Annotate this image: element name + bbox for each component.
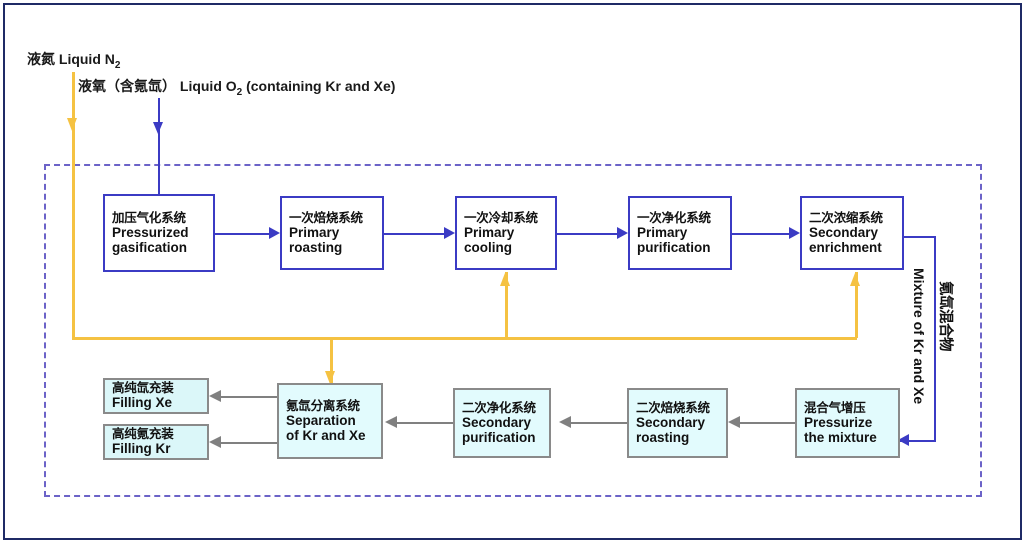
connector-arrowhead-roasting	[269, 227, 280, 239]
liquid-n2-feed-arrowhead	[67, 118, 77, 131]
connector-arrowhead-pressurize-mixture	[898, 434, 909, 446]
box-label-en-line2: roasting	[289, 240, 343, 255]
connector-into-pressurize-mixture	[900, 440, 936, 442]
box-label-cn: 一次冷却系统	[464, 210, 538, 225]
box-label-en-line2: purification	[637, 240, 711, 255]
box-label-cn: 二次焙烧系统	[636, 400, 710, 415]
box-label-en-line2: gasification	[112, 240, 188, 255]
connector-arrowhead-enrichment	[789, 227, 800, 239]
connector-arrowhead-purification	[617, 227, 628, 239]
process-box-primary-roasting[interactable]: 一次焙烧系统 Primary roasting	[280, 196, 384, 270]
connector-secondary-roasting-to-purification	[571, 422, 627, 424]
box-label-en-line2: cooling	[464, 240, 512, 255]
box-label-en-line2: purification	[462, 430, 536, 445]
input-label-liquid-o2-en-before: Liquid O	[179, 78, 237, 94]
box-label-cn: 混合气增压	[804, 400, 866, 415]
liquid-n2-feed-line-vertical	[72, 72, 75, 337]
connector-separation-to-filling-kr	[221, 442, 277, 444]
input-label-liquid-o2-en-after: (containing Kr and Xe)	[242, 78, 396, 94]
liquid-o2-feed-arrowhead	[153, 122, 163, 134]
connector-roasting-to-cooling	[384, 233, 446, 235]
input-label-liquid-o2-cn: 液氧（含氪氙）	[78, 78, 176, 94]
connector-label-mixture-en: Mixture of Kr and Xe	[911, 268, 927, 405]
box-label-en-line1: Primary	[289, 224, 340, 240]
process-box-secondary-roasting[interactable]: 二次焙烧系统 Secondary roasting	[627, 388, 728, 458]
liquid-n2-distribution-bus	[72, 337, 857, 340]
product-label-en: Filling Kr	[112, 441, 171, 457]
connector-label-mixture-cn: 氪氙混合物	[937, 281, 953, 351]
box-label-cn: 二次浓缩系统	[809, 210, 883, 225]
box-label-en-line1: Pressurize	[804, 414, 873, 430]
process-box-pressurized-gasification[interactable]: 加压气化系统 Pressurized gasification	[103, 194, 215, 272]
box-label-en-line2: enrichment	[809, 240, 882, 255]
process-box-pressurize-the-mixture[interactable]: 混合气增压 Pressurize the mixture	[795, 388, 900, 458]
product-label-cn: 高纯氪充装	[112, 427, 174, 442]
input-label-liquid-n2: 液氮 Liquid N2	[27, 49, 120, 71]
box-label-en-line2: the mixture	[804, 430, 877, 445]
connector-arrowhead-filling-xe	[209, 390, 221, 402]
box-label-en-line2: roasting	[636, 430, 690, 445]
process-box-secondary-purification[interactable]: 二次净化系统 Secondary purification	[453, 388, 551, 458]
input-label-liquid-n2-cn: 液氮	[27, 51, 55, 67]
connector-arrowhead-secondary-roasting	[728, 416, 740, 428]
connector-arrowhead-secondary-purification	[559, 416, 571, 428]
box-label-en-line1: Secondary	[809, 224, 879, 240]
process-box-primary-cooling[interactable]: 一次冷却系统 Primary cooling	[455, 196, 557, 270]
process-enclosure-dashed-border	[44, 164, 982, 497]
connector-secondary-purification-to-separation	[397, 422, 453, 424]
input-label-liquid-o2: 液氧（含氪氙） Liquid O2 (containing Kr and Xe)	[78, 76, 395, 98]
process-box-secondary-enrichment[interactable]: 二次浓缩系统 Secondary enrichment	[800, 196, 904, 270]
box-label-cn: 氪氙分离系统	[286, 398, 360, 413]
box-label-en-line1: Secondary	[462, 414, 532, 430]
connector-right-vertical-mixture	[934, 236, 936, 440]
liquid-n2-branch-arrowhead-primary-cooling	[500, 273, 510, 286]
box-label-en-line1: Primary	[464, 224, 515, 240]
product-box-filling-kr[interactable]: 高纯氪充装 Filling Kr	[103, 424, 209, 460]
box-label-cn: 加压气化系统	[112, 210, 186, 225]
liquid-n2-branch-arrowhead-separation	[325, 371, 335, 384]
connector-purification-to-enrichment	[732, 233, 792, 235]
box-label-en-line1: Separation	[286, 412, 356, 428]
process-box-primary-purification[interactable]: 一次净化系统 Primary purification	[628, 196, 732, 270]
product-label-en: Filling Xe	[112, 395, 173, 411]
box-label-cn: 一次焙烧系统	[289, 210, 363, 225]
input-label-liquid-o2-sub: 2	[236, 86, 243, 98]
product-label-cn: 高纯氙充装	[112, 381, 174, 396]
outer-frame	[3, 3, 1022, 540]
process-box-separation-of-kr-and-xe[interactable]: 氪氙分离系统 Separation of Kr and Xe	[277, 383, 383, 459]
connector-pressurize-to-secondary-roasting	[740, 422, 795, 424]
connector-arrowhead-cooling	[444, 227, 455, 239]
input-label-liquid-n2-en: Liquid N	[58, 51, 115, 67]
connector-enrichment-right-stub	[902, 236, 936, 238]
connector-arrowhead-separation	[385, 416, 397, 428]
liquid-n2-branch-arrowhead-secondary-enrichment	[850, 273, 860, 286]
connector-cooling-to-purification	[557, 233, 619, 235]
product-box-filling-xe[interactable]: 高纯氙充装 Filling Xe	[103, 378, 209, 414]
connector-gasification-to-roasting	[215, 233, 271, 235]
box-label-cn: 二次净化系统	[462, 400, 536, 415]
connector-separation-to-filling-xe	[221, 396, 277, 398]
box-label-cn: 一次净化系统	[637, 210, 711, 225]
box-label-en-line1: Primary	[637, 224, 688, 240]
box-label-en-line2: of Kr and Xe	[286, 428, 366, 443]
box-label-en-line1: Secondary	[636, 414, 706, 430]
liquid-n2-branch-to-secondary-enrichment	[855, 272, 858, 338]
input-label-liquid-n2-sub: 2	[114, 59, 121, 71]
liquid-n2-branch-to-separation	[330, 337, 333, 384]
liquid-n2-branch-to-primary-cooling	[505, 272, 508, 338]
connector-arrowhead-filling-kr	[209, 436, 221, 448]
liquid-o2-feed-line-vertical	[158, 98, 160, 194]
box-label-en-line1: Pressurized	[112, 224, 189, 240]
